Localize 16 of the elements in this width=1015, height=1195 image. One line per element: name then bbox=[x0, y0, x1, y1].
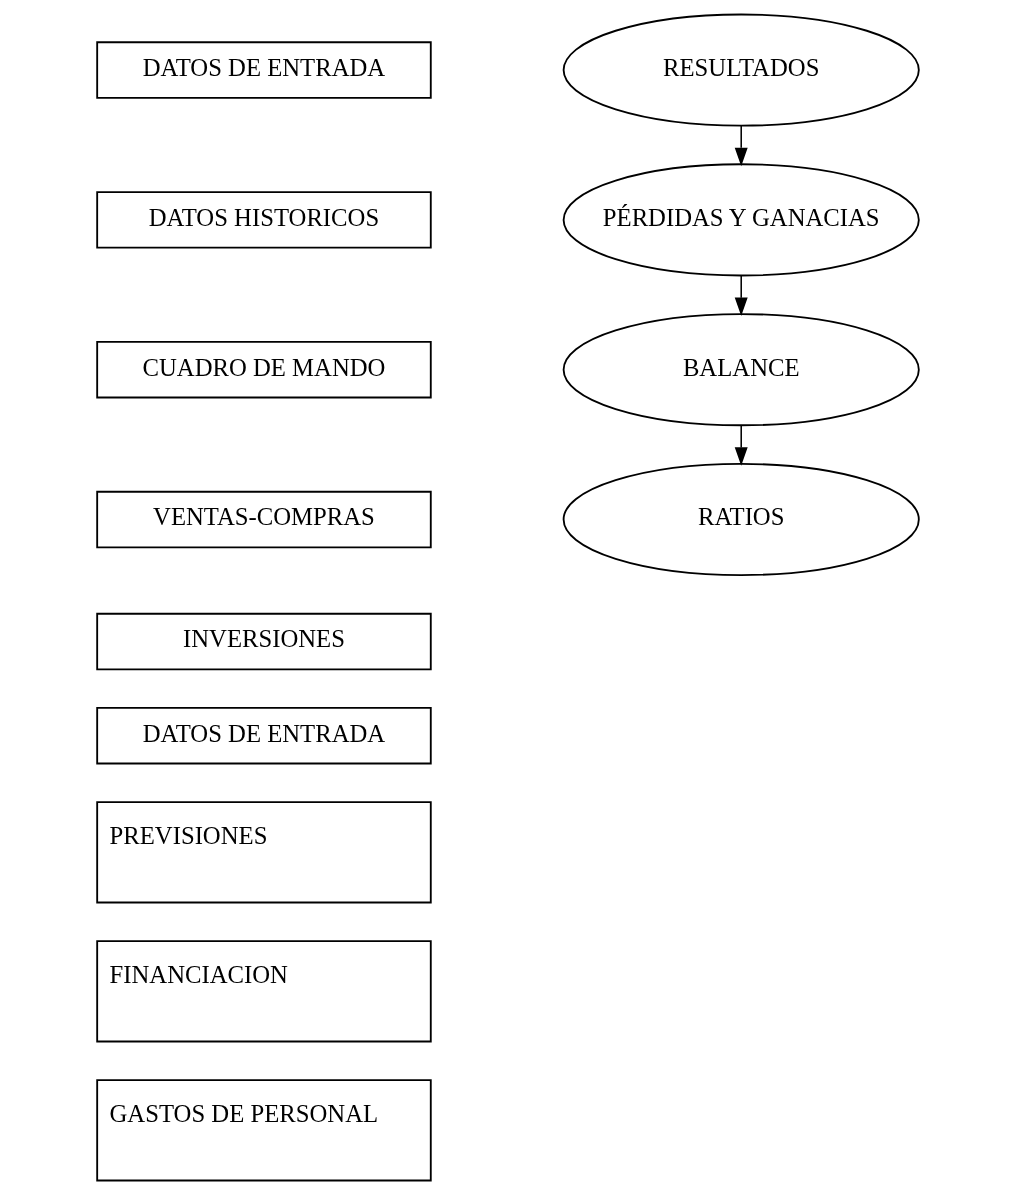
node-ellipse: PÉRDIDAS Y GANACIAS bbox=[562, 163, 920, 277]
node-ellipse: BALANCE bbox=[562, 313, 920, 427]
node-box: INVERSIONES bbox=[95, 612, 432, 671]
node-ellipse: RATIOS bbox=[562, 463, 920, 577]
node-box: DATOS DE ENTRADA bbox=[95, 707, 432, 765]
node-ellipse: RESULTADOS bbox=[562, 13, 920, 127]
node-box: DATOS HISTORICOS bbox=[95, 191, 432, 249]
arrow bbox=[734, 274, 748, 316]
arrow bbox=[734, 424, 748, 466]
arrow bbox=[734, 125, 748, 167]
node-box: FINANCIACION bbox=[95, 940, 432, 1043]
node-box: CUADRO DE MANDO bbox=[95, 340, 432, 399]
node-box: PREVISIONES bbox=[95, 801, 432, 904]
node-box: DATOS DE ENTRADA bbox=[95, 41, 432, 99]
node-box: VENTAS-COMPRAS bbox=[95, 490, 432, 549]
node-box: GASTOS DE PERSONAL bbox=[95, 1079, 432, 1182]
